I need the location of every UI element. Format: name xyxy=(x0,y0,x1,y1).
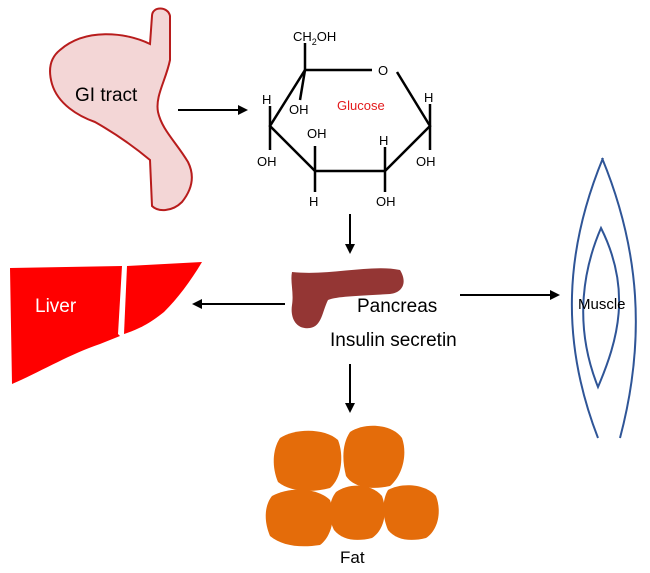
fat-cell xyxy=(265,489,333,547)
ring-oxygen: O xyxy=(378,63,388,78)
muscle: Muscle xyxy=(570,157,637,439)
insulin-label: Insulin secretin xyxy=(330,330,457,351)
ch2oh-label: CH2OH xyxy=(293,29,336,47)
muscle-inner xyxy=(582,225,621,390)
atom-h: H xyxy=(379,133,388,148)
glucose-ring xyxy=(268,68,432,173)
fat-cell xyxy=(273,430,342,491)
gi-tract: GI tract xyxy=(49,7,193,212)
gi-tract-shape xyxy=(49,7,193,212)
glucose-atoms: CH2OH O H OH OH OH H H OH H OH Glucose xyxy=(257,29,436,209)
gi-tract-label: GI tract xyxy=(75,85,138,106)
atom-oh: OH xyxy=(307,126,327,141)
atom-h: H xyxy=(309,194,318,209)
liver-label: Liver xyxy=(35,296,77,317)
fat-cell xyxy=(343,425,405,488)
fat-cell xyxy=(383,485,439,540)
atom-oh: OH xyxy=(257,154,277,169)
atom-oh: OH xyxy=(416,154,436,169)
muscle-label: Muscle xyxy=(578,296,626,313)
glucose-molecule xyxy=(268,43,432,192)
fat: Fat xyxy=(265,425,439,567)
fat-label: Fat xyxy=(340,548,365,567)
atom-h: H xyxy=(262,92,271,107)
liver-right-lobe xyxy=(124,262,202,334)
muscle-outer-right xyxy=(601,157,637,439)
liver-left-lobe xyxy=(10,266,122,384)
pancreas-label: Pancreas xyxy=(357,296,437,317)
atom-oh: OH xyxy=(376,194,396,209)
pancreas-shape xyxy=(291,268,404,329)
glucose-label: Glucose xyxy=(337,98,385,113)
fat-cell xyxy=(329,485,385,540)
liver: Liver xyxy=(10,262,202,384)
atom-oh: OH xyxy=(289,102,309,117)
atom-h: H xyxy=(424,90,433,105)
muscle-outer-left xyxy=(570,157,604,439)
